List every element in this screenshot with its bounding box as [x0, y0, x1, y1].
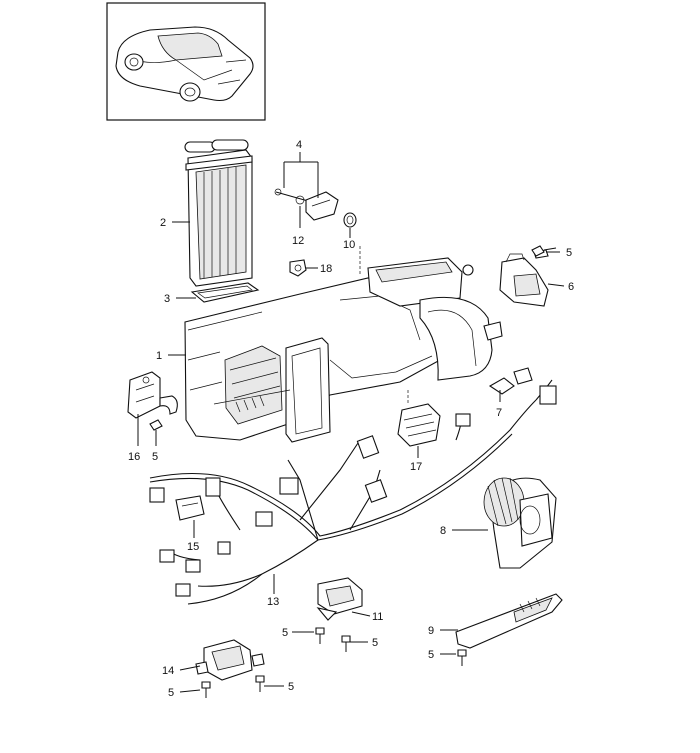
callout-labels: 2 3 1 4 12 10 18 5 6 7 16 5 17 8 15 13 1… — [128, 139, 574, 699]
temperature-sensor — [274, 188, 339, 221]
screw — [255, 675, 265, 692]
control-module-lower — [195, 639, 265, 681]
actuator-bracket — [499, 249, 549, 307]
callout-label: 5 — [428, 649, 434, 661]
clip-nut — [289, 259, 307, 277]
callout-label: 6 — [568, 281, 574, 293]
blower-resistor — [397, 403, 441, 447]
callout-label: 5 — [168, 687, 174, 699]
callout-label: 16 — [128, 451, 140, 463]
callout-label: 5 — [152, 451, 158, 463]
callout-label: 1 — [156, 350, 162, 362]
callout-label: 15 — [187, 541, 199, 553]
sensor-plug — [488, 367, 533, 395]
screw — [531, 245, 557, 257]
callout-label: 5 — [372, 637, 378, 649]
callout-label: 5 — [288, 681, 294, 693]
callout-label: 13 — [267, 596, 279, 608]
gasket — [190, 282, 260, 303]
callout-label: 8 — [440, 525, 446, 537]
control-module — [316, 577, 363, 621]
flap-actuator — [127, 371, 178, 419]
screw — [457, 649, 467, 666]
callout-label: 4 — [296, 139, 302, 151]
hvac-housing — [184, 277, 456, 443]
callout-label: 12 — [292, 235, 304, 247]
callout-label: 7 — [496, 407, 502, 419]
callout-label: 11 — [372, 611, 383, 623]
callout-label: 10 — [343, 239, 355, 251]
screw — [315, 627, 325, 644]
callout-label: 2 — [160, 217, 166, 229]
wiring-harness — [149, 379, 557, 605]
air-duct — [367, 257, 503, 381]
screw — [341, 635, 351, 652]
leader-lines — [137, 152, 565, 693]
callout-label: 17 — [410, 461, 422, 473]
screw — [201, 681, 211, 698]
screw — [149, 419, 163, 446]
callout-label: 3 — [164, 293, 170, 305]
callout-label: 5 — [282, 627, 288, 639]
vehicle-thumbnail — [106, 2, 266, 121]
callout-label: 9 — [428, 625, 434, 637]
blower-motor — [483, 477, 557, 569]
screw-group — [149, 245, 557, 698]
blower-cover — [455, 593, 563, 649]
heater-core — [184, 139, 253, 287]
switch-connector — [175, 495, 205, 521]
callout-label: 14 — [162, 665, 174, 677]
callout-label: 18 — [320, 263, 332, 275]
callout-label: 5 — [566, 247, 572, 259]
o-ring — [343, 212, 357, 228]
